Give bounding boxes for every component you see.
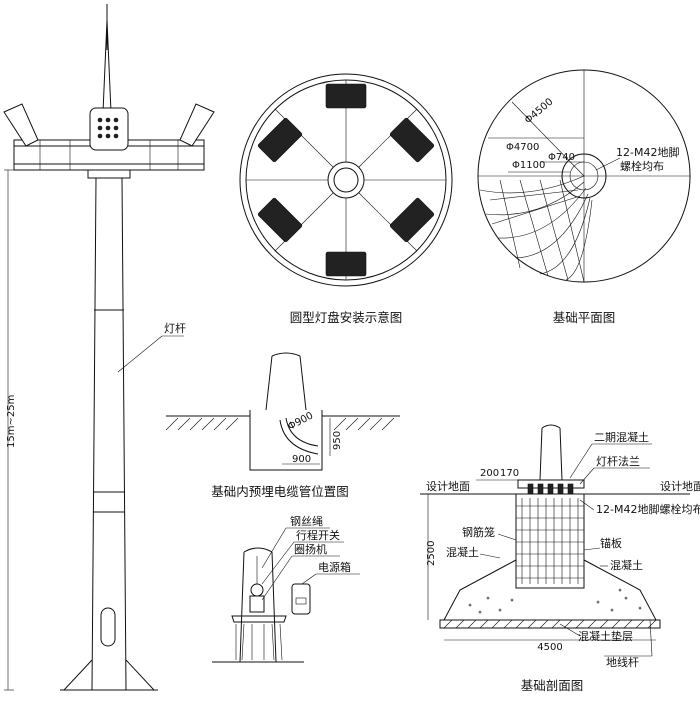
pole-label: 灯杆 xyxy=(164,321,186,335)
high-mast-pole-elevation: 15m~25m 灯杆 xyxy=(3,4,215,691)
concrete-texture xyxy=(468,588,642,614)
plan-bolts-line1: 12-M42地脚 xyxy=(616,145,679,159)
ground-rod-label: 地线杆 xyxy=(606,655,639,669)
concrete-left-label: 混凝土 xyxy=(446,545,479,559)
secondary-concrete-label: 二期混凝土 xyxy=(594,430,649,444)
plan-bolts-line2: 螺栓均布 xyxy=(620,159,664,173)
cable-conduit-caption: 基础内预埋电缆管位置图 xyxy=(211,484,349,499)
lamp-dots xyxy=(97,117,119,139)
conduit-dim-900: Φ900 xyxy=(286,410,315,432)
section-dim-200: 200 xyxy=(480,468,499,479)
foundation-plan-diagram: Φ4500 Φ4700 Φ740 Φ1100 12-M42地脚 螺栓均布 基础平… xyxy=(477,69,691,325)
section-bolts-label: 12-M42地脚螺栓均布 xyxy=(596,502,700,516)
ring-lamp-panel-diagram: 圆型灯盘安装示意图 xyxy=(239,73,453,325)
ring-lamp-lower-right xyxy=(389,197,435,243)
design-ground-left-label: 设计地面 xyxy=(426,480,470,493)
ring-panel-caption: 圆型灯盘安装示意图 xyxy=(290,310,403,325)
conduit-dim-950: 950 xyxy=(332,431,343,450)
plan-dim-4500: Φ4500 xyxy=(523,96,556,126)
foundation-section-caption: 基础剖面图 xyxy=(521,678,584,693)
ring-lamp-upper-left xyxy=(257,117,303,163)
cable-conduit-diagram: Φ900 950 900 基础内预埋电缆管位置图 xyxy=(165,352,400,499)
conduit-dim-w900: 900 xyxy=(292,454,311,465)
ring-lamp-lower-left xyxy=(257,197,303,243)
winch-detail-diagram: 钢丝绳 行程开关 圈扬机 电源箱 xyxy=(212,514,360,663)
section-dim-170: 170 xyxy=(500,468,519,479)
anchor-bolts xyxy=(527,483,574,495)
ring-lamp-bottom xyxy=(325,251,367,277)
ring-lamp-upper-right xyxy=(389,117,435,163)
power-box-label: 电源箱 xyxy=(318,560,351,574)
pole-flange-label: 灯杆法兰 xyxy=(596,454,640,468)
design-ground-right-label: 设计地面 xyxy=(660,480,700,493)
winch-label: 圈扬机 xyxy=(294,542,327,556)
wire-rope-label: 钢丝绳 xyxy=(290,514,323,528)
section-dim-2500: 2500 xyxy=(426,541,437,566)
plan-dim-1100: Φ1100 xyxy=(512,160,545,171)
plan-dim-740: Φ740 xyxy=(548,152,575,163)
foundation-plan-caption: 基础平面图 xyxy=(553,310,616,325)
anchor-plate-label: 锚板 xyxy=(600,536,622,550)
ring-lamp-top xyxy=(325,83,367,109)
rebar-cage-label: 钢筋笼 xyxy=(462,525,495,539)
cushion-label: 混凝土垫层 xyxy=(578,629,633,643)
limit-switch-label: 行程开关 xyxy=(296,528,340,542)
concrete-right-label: 混凝土 xyxy=(610,558,643,572)
plan-dim-4700: Φ4700 xyxy=(506,142,539,153)
foundation-section-diagram: 200 170 2500 4500 设计地面 设计地面 二期混凝土 灯杆法兰 1… xyxy=(420,424,700,693)
pole-height-dimension: 15m~25m xyxy=(6,395,17,448)
section-dim-4500: 4500 xyxy=(537,642,562,653)
